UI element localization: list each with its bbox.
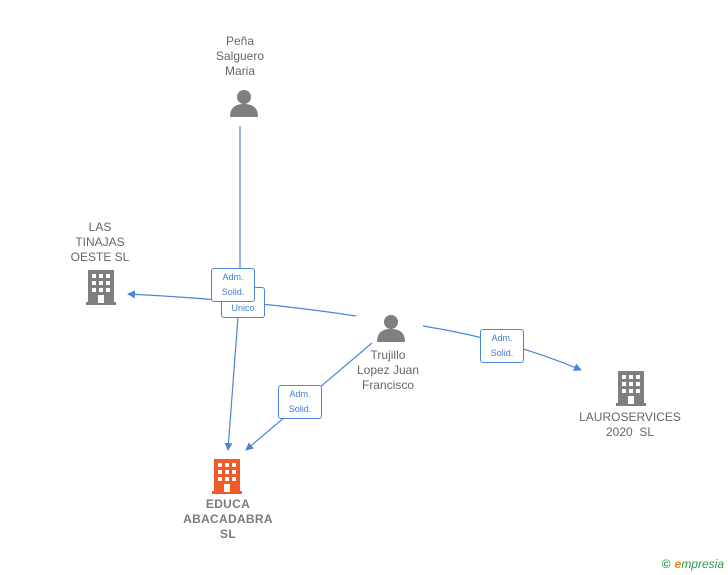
copyright-symbol: © <box>661 557 671 571</box>
edge-label-text: Unico <box>231 303 255 313</box>
label-line: Peña <box>225 34 255 48</box>
label-line: Salguero <box>215 49 265 63</box>
building-icon[interactable] <box>86 270 116 305</box>
node-label-las-tinajas[interactable]: LAS TINAJAS OESTE SL <box>50 220 150 265</box>
label-line: EDUCA <box>205 497 251 511</box>
edge-label-text: Solid. <box>221 287 245 297</box>
label-line: 2020 SL <box>605 425 655 439</box>
label-line: Maria <box>224 64 255 78</box>
label-line: Francisco <box>361 378 414 392</box>
empresia-brand[interactable]: ©empresia <box>662 557 724 571</box>
node-label-lauroservices[interactable]: LAUROSERVICES 2020 SL <box>570 410 690 440</box>
node-label-pena[interactable]: Peña Salguero Maria <box>190 34 290 79</box>
label-line: ABACADABRA <box>183 512 273 526</box>
node-label-educa[interactable]: EDUCA ABACADABRA SL <box>168 497 288 542</box>
label-line: TINAJAS <box>75 235 125 249</box>
person-icon[interactable] <box>230 90 258 117</box>
edge-label-text: Adm. <box>491 333 513 343</box>
brand-name: mpresia <box>681 557 724 571</box>
label-line: OESTE SL <box>70 250 130 264</box>
person-icon[interactable] <box>377 315 405 342</box>
edge-label-text: Adm. <box>222 272 244 282</box>
node-label-trujillo[interactable]: Trujillo Lopez Juan Francisco <box>338 348 438 393</box>
brand-initial: e <box>674 557 682 571</box>
edge-label-educa-adm-solid[interactable]: Adm. Solid. <box>278 385 322 419</box>
edge-label-text: Adm. <box>289 389 311 399</box>
label-line: Lopez Juan <box>356 363 420 377</box>
edge-label-unico[interactable]: Unico <box>221 287 265 318</box>
label-line: SL <box>220 527 236 541</box>
edge-label-pena-adm-solid[interactable]: Adm. Solid. <box>211 268 255 302</box>
edge-label-text: Solid. <box>490 348 514 358</box>
edge-label-lauro-adm-solid[interactable]: Adm. Solid. <box>480 329 524 363</box>
label-line: Trujillo <box>370 348 406 362</box>
label-line: LAUROSERVICES <box>579 410 681 424</box>
building-icon[interactable] <box>212 459 242 494</box>
building-icon[interactable] <box>616 371 646 406</box>
label-line: LAS <box>88 220 112 234</box>
edge-label-text: Solid. <box>288 404 312 414</box>
